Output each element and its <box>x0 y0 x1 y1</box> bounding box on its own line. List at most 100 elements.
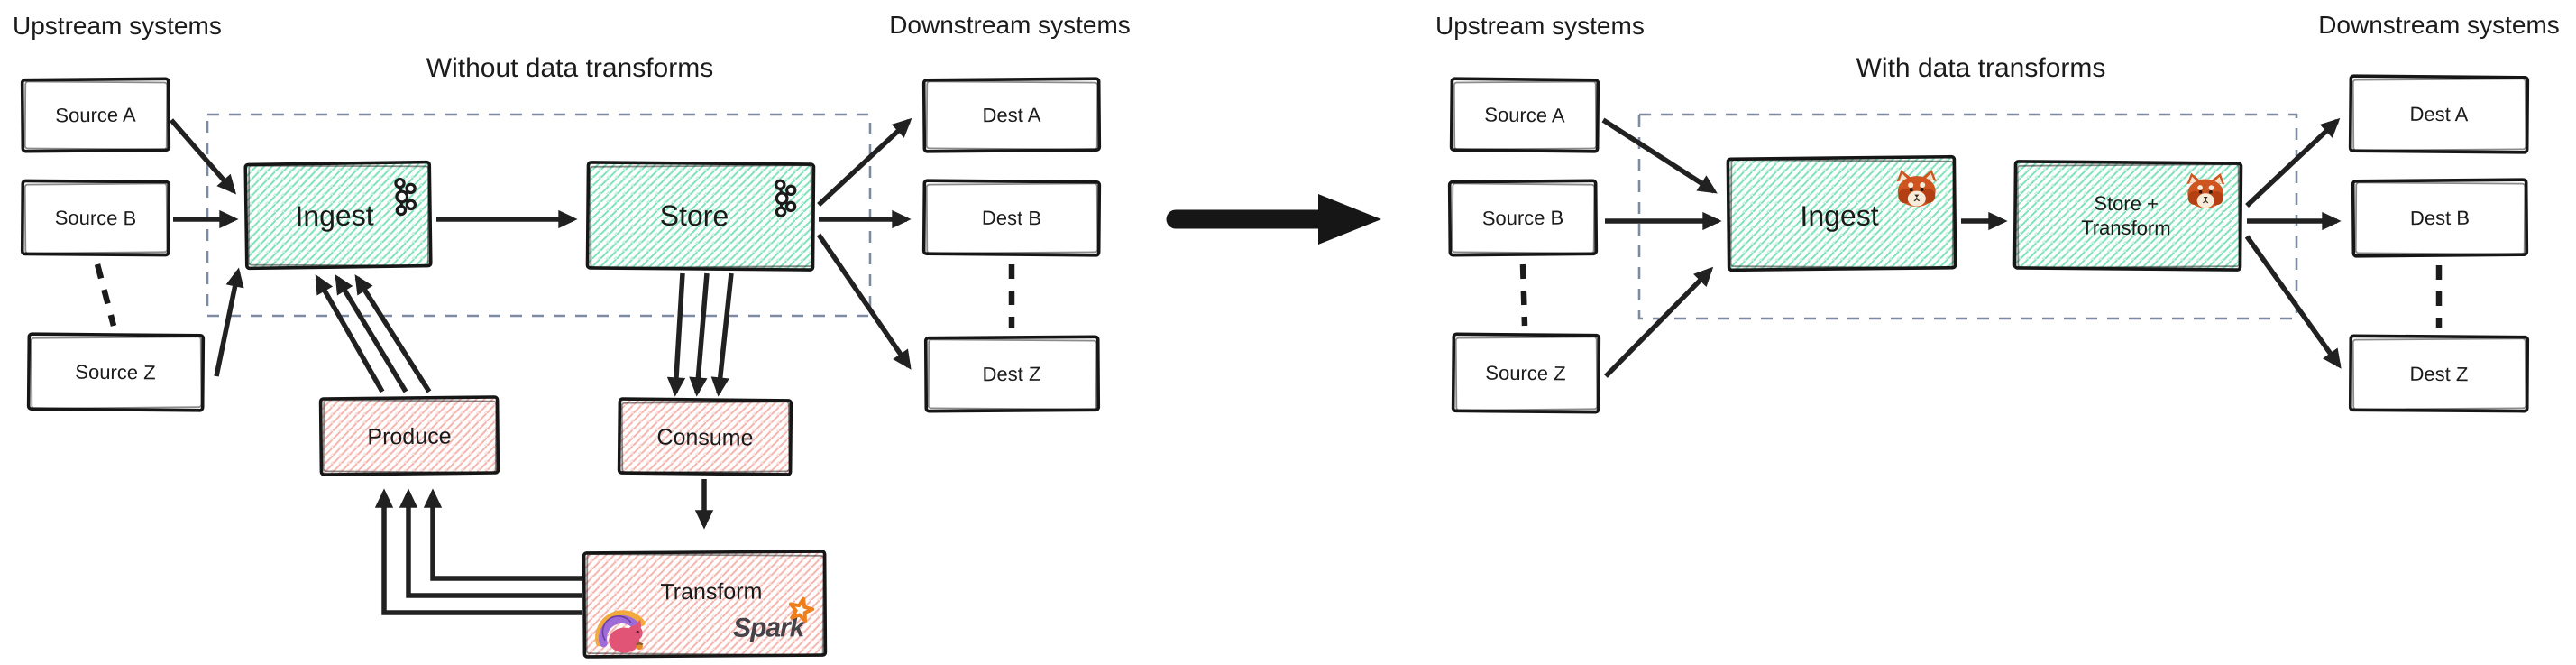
arrow-store-to-consume-1 <box>666 272 686 397</box>
dest-z-sketch-line-left <box>927 338 1098 411</box>
dest-z-label-right: Dest Z <box>2410 363 2469 385</box>
downstream-systems-label-right: Downstream systems <box>2318 11 2560 39</box>
dest-a-rect-left <box>921 77 1102 153</box>
arrow-source-z-to-ingest-right <box>1604 266 1714 378</box>
store-rect-left <box>585 161 816 272</box>
source-b-sketch-line-right <box>1451 182 1596 254</box>
transition-arrow <box>1166 194 1381 245</box>
dest-a-label-right: Dest A <box>2409 103 2468 126</box>
source-a-label-right: Source A <box>1484 104 1565 127</box>
arrow-store-to-consume-3 <box>710 272 734 397</box>
dest-b-label-right: Dest B <box>2410 207 2470 230</box>
consume-label: Consume <box>656 424 753 450</box>
right-diagram-title: With data transforms <box>1856 53 2106 83</box>
produce-node: Produce <box>318 395 500 476</box>
dest-b-sketch-line-left <box>925 182 1099 254</box>
dest-b-rect-right <box>2351 178 2529 258</box>
dest-z-rect-right <box>2348 334 2530 413</box>
dest-a-rect-right <box>2348 74 2530 154</box>
consume-rect <box>617 397 793 476</box>
source-z-box-left: Source Z <box>26 332 206 412</box>
arrow-store-to-dest-a-left <box>817 117 912 208</box>
ingest-node-left: Ingest <box>243 160 433 271</box>
source-z-sketch-line-left <box>30 336 203 410</box>
store-transform-label-line2: Transform <box>2081 217 2171 240</box>
dest-b-label-left: Dest B <box>982 207 1041 230</box>
source-a-sketch-line-right <box>1453 80 1598 151</box>
consume-sketch-line <box>620 401 791 474</box>
source-a-label-left: Source A <box>55 104 136 127</box>
arrow-produce-to-ingest-3 <box>354 274 432 393</box>
arrow-source-a-to-ingest-left <box>169 118 237 195</box>
dest-b-box-left: Dest B <box>921 179 1102 257</box>
arrow-transform-to-produce-1 <box>423 488 582 581</box>
transform-label: Transform <box>660 579 762 605</box>
produce-rect <box>318 395 500 476</box>
store-sketch-line-left <box>589 164 813 269</box>
source-z-rect-left <box>26 332 206 412</box>
dest-z-rect-left <box>923 335 1101 413</box>
transform-sketch-line <box>585 553 825 656</box>
consume-node: Consume <box>617 397 793 476</box>
dest-a-sketch-line-right <box>2351 78 2527 152</box>
ingest-rect-left <box>243 160 433 271</box>
source-b-rect-right <box>1447 179 1599 257</box>
upstream-systems-label-right: Upstream systems <box>1435 12 1645 40</box>
produce-sketch-line <box>322 399 498 474</box>
source-z-rect-right <box>1451 332 1601 414</box>
arrow-store-to-consume-2 <box>689 272 710 397</box>
dest-b-rect-left <box>921 179 1102 257</box>
source-a-rect-right <box>1449 77 1600 153</box>
store-transform-label-line1: Store + <box>2094 192 2159 216</box>
source-b-rect-left <box>20 179 171 257</box>
dest-b-sketch-line-right <box>2354 181 2526 255</box>
source-a-box-left: Source A <box>20 77 171 153</box>
store-transform-rect <box>2012 160 2243 272</box>
ingest-sketch-line-right <box>1729 159 1955 269</box>
pipeline-zone-left <box>206 113 872 318</box>
dest-z-label-left: Dest Z <box>983 363 1041 385</box>
arrow-produce-to-ingest-1 <box>315 274 385 393</box>
arrow-transform-to-produce-3 <box>374 488 582 615</box>
dest-a-box-left: Dest A <box>921 77 1102 153</box>
source-b-label-left: Source B <box>55 207 137 230</box>
left-diagram: Upstream systems Without data transforms… <box>13 11 1131 659</box>
store-label-left: Store <box>660 199 729 233</box>
source-b-box-left: Source B <box>20 179 171 257</box>
source-b-box-right: Source B <box>1447 179 1599 257</box>
source-a-rect-left <box>20 77 171 153</box>
arrow-transform-to-produce-2 <box>399 488 582 598</box>
transform-rect <box>582 550 828 659</box>
source-z-label-right: Source Z <box>1485 362 1565 385</box>
ingest-label-right: Ingest <box>1800 199 1879 233</box>
dest-a-box-right: Dest A <box>2348 74 2530 154</box>
sources-ellipsis-connector-right <box>1519 263 1528 327</box>
left-diagram-title: Without data transforms <box>426 53 713 83</box>
ingest-node-right: Ingest <box>1726 154 1957 272</box>
dest-z-box-left: Dest Z <box>923 335 1101 413</box>
arrow-source-a-to-ingest-right <box>1601 117 1718 194</box>
store-transform-sketch-line <box>2016 163 2241 269</box>
dest-z-sketch-line-right <box>2351 337 2527 411</box>
pipeline-zone-right <box>1637 113 2298 320</box>
store-transform-node: Store + Transform <box>2012 160 2243 272</box>
dest-a-sketch-line-left <box>925 80 1099 151</box>
source-b-label-right: Source B <box>1482 207 1564 230</box>
sources-ellipsis-connector-left <box>94 263 117 327</box>
dest-b-box-right: Dest B <box>2351 178 2529 258</box>
store-node-left: Store <box>585 161 816 272</box>
produce-label: Produce <box>367 424 451 450</box>
ingest-rect-right <box>1726 154 1957 272</box>
dest-z-box-right: Dest Z <box>2348 334 2530 413</box>
downstream-systems-label-left: Downstream systems <box>889 11 1131 39</box>
source-a-sketch-line-left <box>23 80 169 151</box>
arrow-store-transform-to-dest-a <box>2245 117 2341 208</box>
source-z-label-left: Source Z <box>75 361 155 384</box>
source-b-sketch-line-left <box>23 182 169 254</box>
ingest-sketch-line-left <box>247 164 430 267</box>
dest-a-label-left: Dest A <box>982 104 1040 127</box>
arrow-store-to-dest-z-left <box>816 233 912 370</box>
source-z-box-right: Source Z <box>1451 332 1601 414</box>
